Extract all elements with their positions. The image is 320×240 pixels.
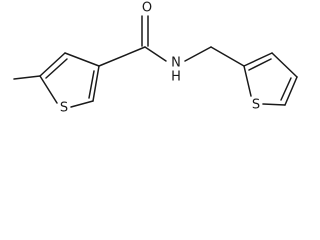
oxygen-atom-label: O [142,1,152,16]
amide-linker [98,15,245,67]
bond-ring-to-carbonyl [98,46,146,67]
hydrogen-atom-label: H [171,70,181,85]
methyl-bond [13,75,41,80]
ring-bond-c3-c2 [92,65,100,102]
bond-methylene-to-ring [210,46,245,67]
ring-bond-c5-c4-inner [45,58,68,79]
ring-bond-c5-s [262,103,286,106]
ring-bond-c2-c3-inner [248,58,272,71]
ring-bond-c2-s [70,100,94,108]
sulfur-atom-label-left-ring: S [60,101,68,116]
ring-bond-c3-c4 [271,52,298,78]
right-thiophene-ring [243,52,298,106]
ring-bond-c4-c5-inner [280,77,292,101]
ring-bond-c4-c3 [64,52,100,67]
bond-carbonyl-to-nitrogen [144,46,167,62]
ring-bond-c5-c4 [39,52,66,77]
ring-bond-s-c5 [39,75,58,104]
ring-bond-s-c2 [243,65,252,97]
chemical-structure-diagram: O N H S S [13,1,298,116]
ring-bond-c3-c2-inner [88,70,95,99]
ring-bond-c4-c5 [284,76,298,106]
sulfur-atom-label-right-ring: S [252,98,260,113]
left-thiophene-ring [13,52,100,108]
bond-nitrogen-to-methylene [184,46,212,62]
nitrogen-atom-label: N [171,56,181,71]
ring-bond-c2-c3 [243,52,273,67]
